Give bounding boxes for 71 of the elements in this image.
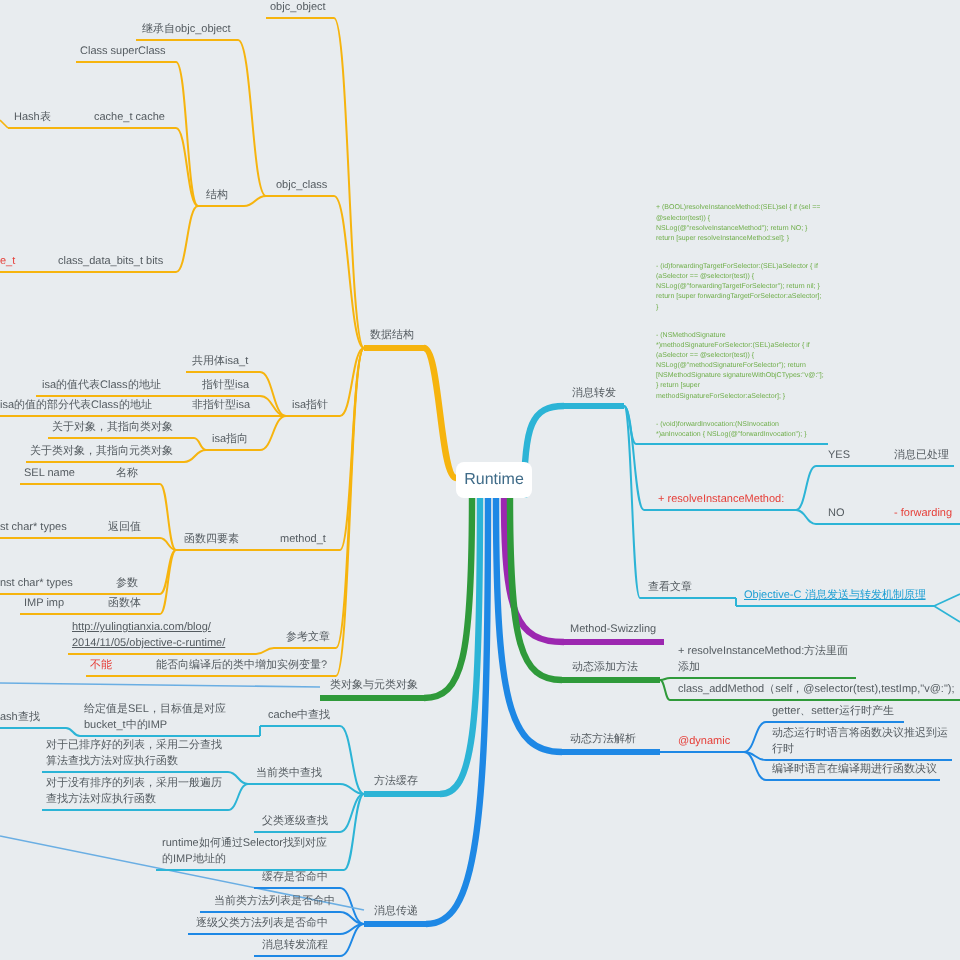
branch-line: [933, 605, 960, 623]
branch-line: [333, 17, 365, 349]
branch-line: [243, 195, 267, 207]
branch-line: [159, 483, 177, 551]
branch-line: [343, 793, 365, 871]
branch-line: [743, 721, 767, 753]
branch-line: [735, 597, 737, 607]
branch-line: [159, 537, 177, 551]
branch-line: [175, 205, 199, 273]
branch-line: [339, 725, 365, 795]
branch-line: [506, 497, 563, 684]
branch-line: [193, 437, 207, 451]
branch-line: [255, 647, 275, 655]
branch-line: [795, 465, 817, 511]
branch-line: [623, 405, 641, 599]
branch-line: [259, 725, 261, 737]
branch-line: [0, 682, 321, 688]
branch-line: [65, 727, 81, 737]
branch-line: [500, 497, 565, 646]
branch-line: [179, 415, 187, 417]
branch-line: [795, 509, 817, 525]
branch-line: [0, 119, 9, 129]
branch-line: [339, 793, 365, 833]
branch-line: [743, 751, 767, 781]
central-topic-box: Runtime: [456, 462, 532, 498]
branch-line: [91, 537, 101, 539]
branch-line: [183, 449, 207, 463]
branch-line: [49, 271, 55, 273]
branch-line: [423, 497, 476, 702]
branch-line: [659, 677, 671, 681]
branch-line: [227, 783, 249, 811]
branch-line: [159, 549, 177, 595]
branch-line: [187, 395, 195, 397]
branch-line: [333, 195, 365, 349]
branch-line: [259, 395, 287, 417]
branch-line: [259, 371, 287, 417]
branch-line: [623, 405, 645, 511]
branch-line: [422, 345, 458, 481]
branch-line: [339, 347, 365, 551]
branch-line: [143, 675, 151, 677]
branch-line: [339, 783, 365, 795]
branch-line: [79, 127, 89, 129]
branch-line: [659, 679, 671, 701]
branch-line: [339, 923, 365, 957]
branch-line: [439, 498, 484, 798]
branch-line: [425, 498, 492, 928]
branch-line: [339, 923, 365, 935]
branch-line: [492, 497, 563, 756]
branch-line: [99, 593, 109, 595]
branch-line: [259, 415, 287, 451]
code-snippet: [636, 203, 828, 445]
branch-line: [237, 39, 267, 197]
branch-line: [879, 523, 887, 525]
branch-line: [159, 549, 177, 615]
branch-line: [259, 415, 287, 417]
branch-line: [227, 771, 249, 785]
branch-line: [175, 127, 199, 207]
branch-line: [933, 593, 960, 607]
branch-line: [879, 465, 887, 467]
branch-line: [99, 483, 109, 485]
link-label: [736, 588, 934, 607]
branch-line: [743, 751, 767, 761]
branch-line: [175, 61, 199, 207]
branch-line: [339, 347, 365, 417]
branch-line: [0, 835, 365, 911]
branch-line: [339, 911, 365, 925]
link-label: [68, 620, 256, 655]
branch-line: [91, 613, 101, 615]
branch-line: [339, 887, 365, 925]
branch-line: [261, 549, 273, 551]
branch-line: [659, 751, 671, 753]
